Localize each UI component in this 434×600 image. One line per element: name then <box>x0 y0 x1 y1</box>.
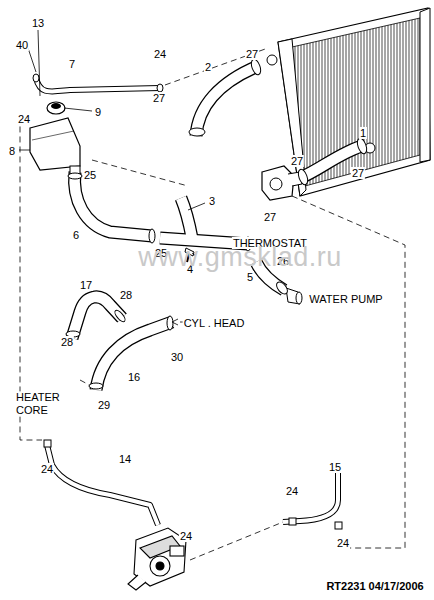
thermostat-housing <box>262 166 302 200</box>
callout-number: 24 <box>285 485 299 497</box>
callout-number-holder: 24 <box>153 44 167 62</box>
callout-number-holder: 24 <box>336 533 350 551</box>
part-label-holder: WATER PUMP <box>308 289 383 307</box>
callout-number: 6 <box>72 229 80 241</box>
callout-number: 27 <box>351 167 365 179</box>
callout-number: 27 <box>245 48 259 60</box>
callout-number-holder: 27 <box>290 151 304 169</box>
callout-number: 29 <box>97 399 111 411</box>
water-pump-inlet <box>286 288 302 304</box>
heater-valve <box>128 528 186 590</box>
callout-number: 5 <box>246 271 254 283</box>
leader-line <box>19 30 205 325</box>
callout-number: 24 <box>179 530 193 542</box>
part-label: HEATER CORE <box>15 391 69 416</box>
callout-number-holder: 28 <box>119 285 133 303</box>
callout-number-holder: 16 <box>127 367 141 385</box>
callout-number: 14 <box>118 453 132 465</box>
callout-number: 24 <box>153 48 167 60</box>
callout-number: 9 <box>94 106 102 118</box>
callout-number: 8 <box>8 145 16 157</box>
callout-number-holder: 9 <box>94 102 102 120</box>
callout-number: 24 <box>17 113 31 125</box>
watermark-holder: www.gmsklad.ru <box>137 242 343 273</box>
callout-number-holder: 28 <box>60 332 74 350</box>
callout-number-holder: 25 <box>83 165 97 183</box>
callout-number-holder: 29 <box>97 395 111 413</box>
callout-number: 28 <box>60 336 74 348</box>
callout-number-holder: 15 <box>328 457 342 475</box>
callout-number: 1 <box>359 127 367 139</box>
part-label: WATER PUMP <box>308 293 383 305</box>
callout-number: 30 <box>170 351 184 363</box>
callout-number-holder: 27 <box>152 88 166 106</box>
callout-number: 3 <box>208 195 216 207</box>
callout-number-holder: 24 <box>17 109 31 127</box>
callout-number-holder: 13 <box>31 13 45 31</box>
tube-bracket <box>44 440 342 529</box>
callout-number-holder: 8 <box>8 141 16 159</box>
hose-clamp <box>33 58 368 389</box>
callout-number-holder: 24 <box>40 459 54 477</box>
callout-number-holder: 1 <box>359 123 367 141</box>
callout-number-holder: 40 <box>15 35 29 53</box>
callout-number: 24 <box>336 537 350 549</box>
callout-number-holder: 3 <box>208 191 216 209</box>
callout-number-holder: 6 <box>72 225 80 243</box>
callout-number-holder: 30 <box>170 347 184 365</box>
callout-number: 25 <box>83 169 97 181</box>
drawing-reference: RT2231 04/17/2006 <box>325 580 424 592</box>
callout-number-holder: 27 <box>263 207 277 225</box>
callout-number-holder: 24 <box>285 481 299 499</box>
callout-number: 15 <box>328 461 342 473</box>
callout-number: 27 <box>290 155 304 167</box>
callout-number-holder: 2 <box>204 57 212 75</box>
callout-number: 7 <box>68 58 76 70</box>
radiator <box>267 8 430 196</box>
watermark: www.gmsklad.ru <box>137 242 343 272</box>
assembly-line <box>20 48 405 560</box>
callout-number-holder: 7 <box>68 54 76 72</box>
callout-number: 40 <box>15 39 29 51</box>
callout-number-holder: 27 <box>351 163 365 181</box>
coolant-reservoir <box>30 102 80 174</box>
callout-number: 17 <box>79 279 93 291</box>
callout-number: 27 <box>263 211 277 223</box>
part-label-holder: CYL . HEAD <box>183 313 246 331</box>
callout-number: 2 <box>204 61 212 73</box>
callout-number-holder: 24 <box>179 526 193 544</box>
callout-number: 28 <box>119 289 133 301</box>
callout-number-holder: 27 <box>245 44 259 62</box>
callout-number: 13 <box>31 17 45 29</box>
callout-number: 16 <box>127 371 141 383</box>
callout-number: 24 <box>40 463 54 475</box>
callout-number: 27 <box>152 92 166 104</box>
callout-number-holder: 14 <box>118 449 132 467</box>
part-label: CYL . HEAD <box>183 317 246 329</box>
callout-number-holder: 17 <box>79 275 93 293</box>
part-label-holder: HEATER CORE <box>15 391 69 416</box>
drawing-reference-holder: RT2231 04/17/2006 <box>325 576 424 594</box>
